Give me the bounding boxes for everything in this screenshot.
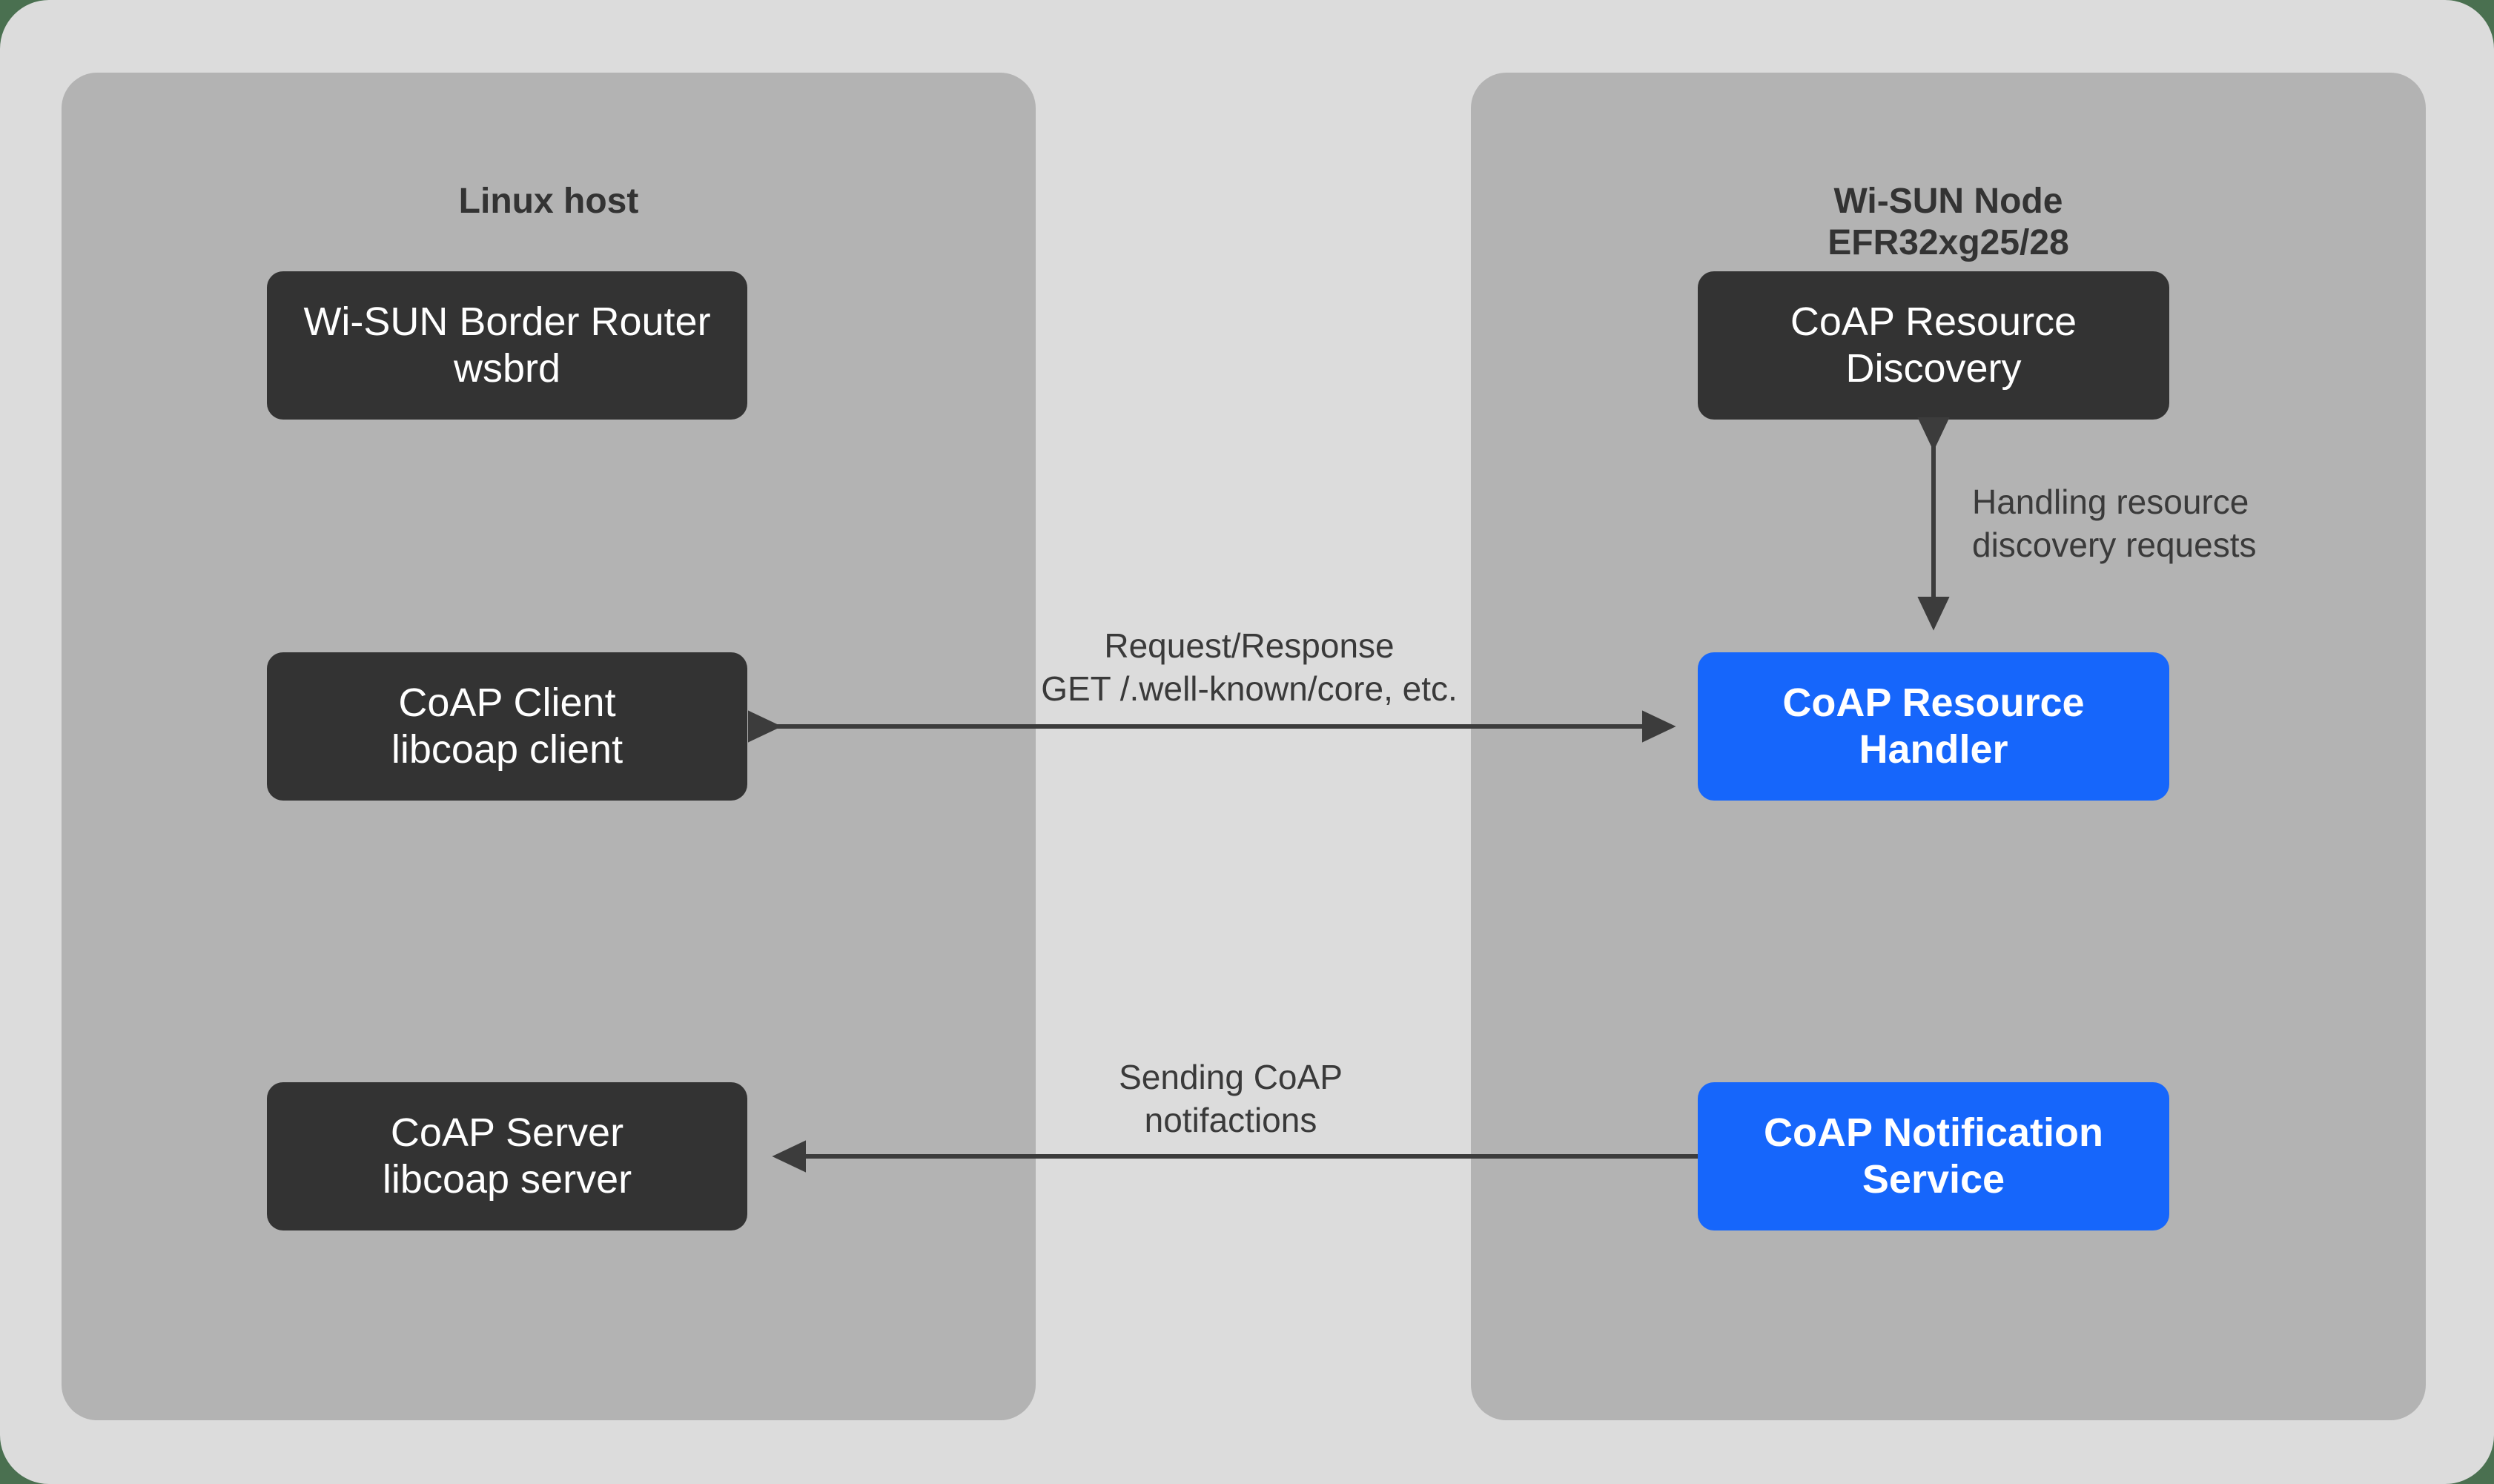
label-notification: Sending CoAP notifactions xyxy=(971,1056,1490,1142)
label-notification-line2: notifactions xyxy=(1144,1101,1317,1139)
label-resource-discovery-line1: Handling resource xyxy=(1972,483,2249,521)
node-coap-resource-handler-line2: Handler xyxy=(1859,727,2008,772)
node-coap-client: CoAP Client libcoap client xyxy=(267,652,747,801)
node-coap-client-line2: libcoap client xyxy=(391,727,624,772)
node-coap-server: CoAP Server libcoap server xyxy=(267,1082,747,1230)
label-resource-discovery-line2: discovery requests xyxy=(1972,526,2257,564)
node-coap-notification-service: CoAP Notification Service xyxy=(1698,1082,2169,1230)
node-coap-client-line1: CoAP Client xyxy=(398,680,616,725)
node-coap-resource-handler: CoAP Resource Handler xyxy=(1698,652,2169,801)
label-request-response-line2: GET /.well-known/core, etc. xyxy=(1041,669,1458,708)
node-coap-server-line1: CoAP Server xyxy=(390,1110,624,1155)
label-request-response: Request/Response GET /.well-known/core, … xyxy=(916,624,1583,710)
node-wisun-border-router: Wi-SUN Border Router wsbrd xyxy=(267,271,747,420)
node-wisun-border-router-line1: Wi-SUN Border Router xyxy=(303,299,711,344)
label-request-response-line1: Request/Response xyxy=(1104,626,1395,665)
node-coap-resource-discovery-line1: CoAP Resource xyxy=(1790,299,2077,344)
node-coap-server-line2: libcoap server xyxy=(382,1157,632,1202)
linux-host-panel-title: Linux host xyxy=(458,182,639,221)
node-coap-resource-discovery-line2: Discovery xyxy=(1845,346,2022,391)
node-coap-resource-discovery: CoAP Resource Discovery xyxy=(1698,271,2169,420)
node-coap-notification-service-line1: CoAP Notification xyxy=(1764,1110,2103,1155)
node-wisun-border-router-line2: wsbrd xyxy=(453,346,561,391)
node-coap-resource-handler-line1: CoAP Resource xyxy=(1782,680,2085,725)
wisun-node-panel-title: Wi-SUN Node EFR32xg25/28 xyxy=(1471,181,2426,264)
label-notification-line1: Sending CoAP xyxy=(1119,1058,1343,1096)
node-coap-notification-service-line2: Service xyxy=(1862,1157,2005,1202)
wisun-node-title-line1: Wi-SUN Node xyxy=(1833,182,2063,221)
wisun-node-title-line2: EFR32xg25/28 xyxy=(1828,223,2069,262)
label-resource-discovery: Handling resource discovery requests xyxy=(1972,480,2432,566)
